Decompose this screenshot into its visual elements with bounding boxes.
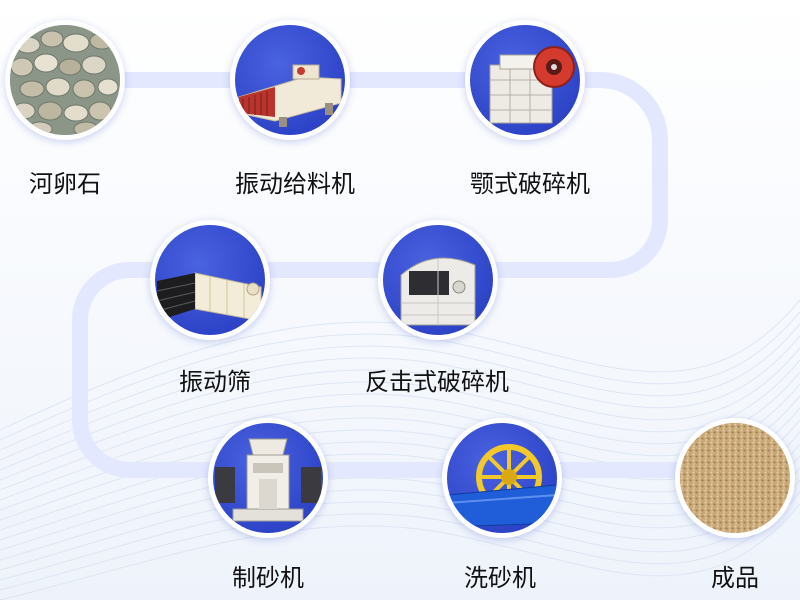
impact-crusher-icon: [383, 225, 493, 335]
step-label: 河卵石: [29, 170, 101, 198]
step-node-pebbles: [5, 20, 125, 140]
step-node-sand-washer: [442, 418, 562, 538]
sand-making-machine-icon: [213, 423, 323, 533]
step-label: 洗砂机: [464, 564, 536, 592]
step-node-vibrating-feeder: [230, 20, 350, 140]
finished-sand-icon: [680, 423, 790, 533]
step-label: 制砂机: [232, 564, 304, 592]
step-node-sand-making-machine: [208, 418, 328, 538]
step-label: 成品: [711, 564, 759, 592]
sand-washer-icon: [447, 423, 557, 533]
step-node-jaw-crusher: [465, 20, 585, 140]
step-label: 反击式破碎机: [365, 368, 509, 396]
step-label: 振动给料机: [235, 170, 355, 198]
pebbles-icon: [10, 25, 120, 135]
step-label: 颚式破碎机: [470, 170, 590, 198]
step-label: 振动筛: [179, 368, 251, 396]
step-node-finished-sand: [675, 418, 795, 538]
vibrating-feeder-icon: [235, 25, 345, 135]
step-node-vibrating-screen: [150, 220, 270, 340]
vibrating-screen-icon: [155, 225, 265, 335]
jaw-crusher-icon: [470, 25, 580, 135]
step-node-impact-crusher: [378, 220, 498, 340]
